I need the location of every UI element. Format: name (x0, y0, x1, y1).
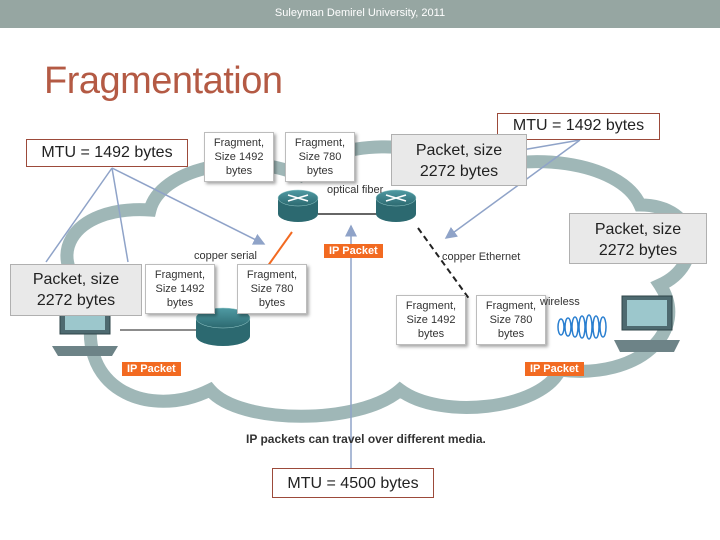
arrow-mtu-left-to-packet (111, 167, 129, 263)
packet-box-right: Packet, size 2272 bytes (569, 213, 707, 264)
fragment-left-1492: Fragment, Size 1492 bytes (145, 264, 215, 314)
copper-ethernet-link (417, 227, 471, 301)
mtu-label-left: MTU = 1492 bytes (26, 139, 188, 167)
wireless-signal (557, 314, 607, 340)
label-optical-fiber: optical fiber (327, 184, 384, 196)
mtu-label-bottom: MTU = 4500 bytes (272, 468, 434, 498)
header-text: Suleyman Demirel University, 2011 (274, 7, 446, 19)
packet-box-left: Packet, size 2272 bytes (10, 264, 142, 316)
label-wireless: wireless (540, 296, 580, 308)
arrow-mtu-left-to-host (45, 167, 113, 263)
fragment-top-780: Fragment, Size 780 bytes (285, 132, 355, 182)
label-copper-serial: copper serial (194, 250, 257, 262)
arrow-mtu-left-to-serial (111, 167, 266, 245)
ip-packet-tag-right: IP Packet (525, 362, 584, 376)
diagram-caption: IP packets can travel over different med… (246, 432, 486, 446)
header-bar: Suleyman Demirel University, 2011 (0, 0, 720, 28)
ip-packet-tag-center: IP Packet (324, 244, 383, 258)
arrow-mtu-right-to-ethernet (444, 139, 581, 239)
fragment-top-1492: Fragment, Size 1492 bytes (204, 132, 274, 182)
router-bottom-left (195, 307, 251, 346)
packet-box-top: Packet, size 2272 bytes (391, 134, 527, 186)
arrow-mtu-right-to-packet (521, 139, 581, 151)
router-top-right (375, 189, 417, 222)
fragment-left-780: Fragment, Size 780 bytes (237, 264, 307, 314)
router-top-left (277, 189, 319, 222)
fragment-right-780: Fragment, Size 780 bytes (476, 295, 546, 345)
fragment-right-1492: Fragment, Size 1492 bytes (396, 295, 466, 345)
host-right (614, 295, 680, 352)
slide-title: Fragmentation (44, 60, 283, 102)
label-copper-ethernet: copper Ethernet (442, 251, 521, 263)
ip-packet-tag-left: IP Packet (122, 362, 181, 376)
